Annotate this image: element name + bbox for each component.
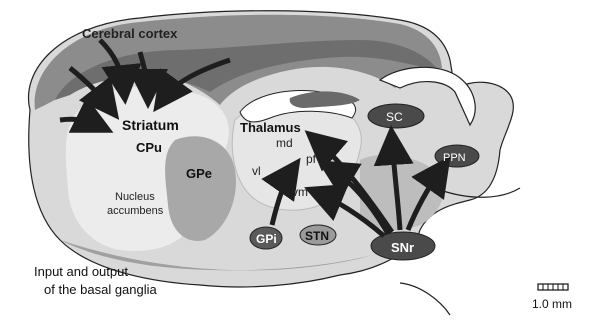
label-sc: SC xyxy=(386,110,403,124)
label-stn: STN xyxy=(305,229,329,243)
label-snr: SNr xyxy=(391,240,414,255)
label-cpu: CPu xyxy=(136,140,162,155)
label-vm: vm xyxy=(292,185,308,199)
label-pf: pf xyxy=(306,152,317,166)
label-vl: vl xyxy=(252,164,261,178)
label-accumbens: accumbens xyxy=(107,205,164,217)
label-nucleus: Nucleus xyxy=(115,191,155,203)
label-striatum: Striatum xyxy=(122,117,179,133)
caption-line-2: of the basal ganglia xyxy=(44,282,158,297)
label-md: md xyxy=(276,136,293,150)
caption-line-1: Input and output xyxy=(34,264,128,279)
scale-bar-label: 1.0 mm xyxy=(532,297,572,311)
scale-bar xyxy=(538,284,568,290)
label-ppn: PPN xyxy=(443,152,466,164)
label-cerebral-cortex: Cerebral cortex xyxy=(82,26,178,41)
label-gpe: GPe xyxy=(186,166,212,181)
label-gpi: GPi xyxy=(256,232,277,246)
label-thalamus: Thalamus xyxy=(240,120,301,135)
brainstem-line-lower xyxy=(400,283,450,315)
